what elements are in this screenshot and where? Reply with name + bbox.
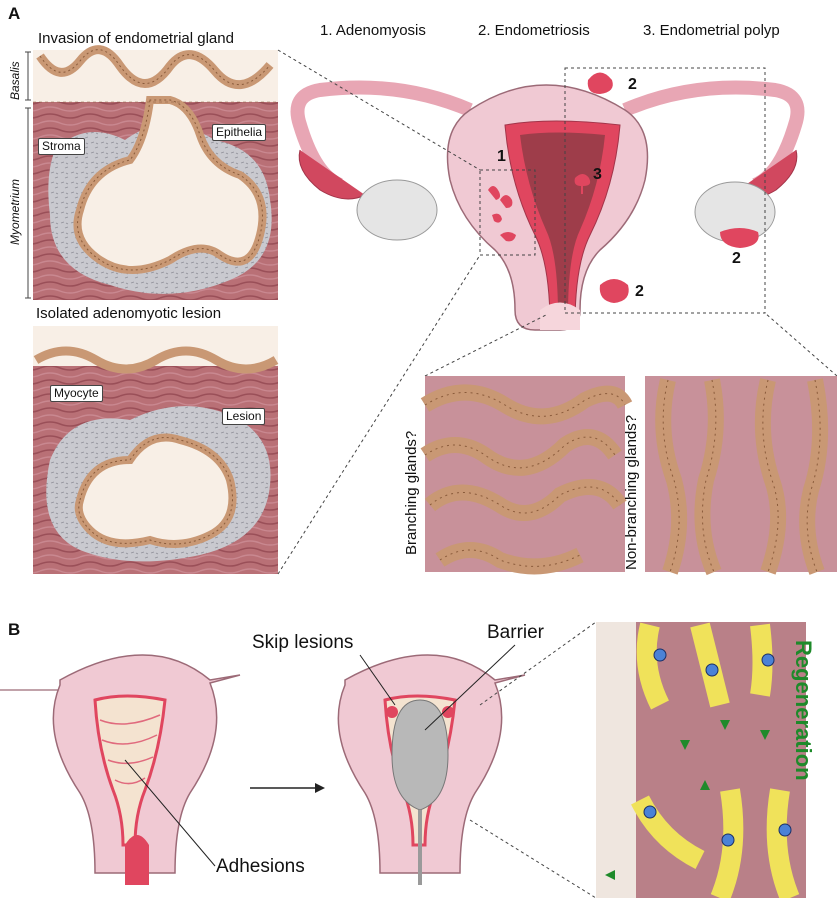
marker-endometriosis-cervix: 2 — [635, 283, 644, 301]
uterus-diagram — [298, 73, 798, 331]
uterus-barrier — [338, 655, 525, 885]
endometriosis-lesion-ovary — [720, 228, 759, 248]
uterus-adhesions — [0, 655, 240, 885]
marker-adenomyosis: 1 — [497, 148, 506, 166]
branching-glands-panel — [425, 376, 625, 572]
legend-adenomyosis: 1. Adenomyosis — [320, 22, 426, 39]
non-branching-glands-panel — [645, 376, 837, 572]
label-regeneration: Regeneration — [790, 640, 816, 781]
marker-endometriosis-top: 2 — [628, 76, 637, 94]
side-label-myometrium: Myometrium — [8, 179, 22, 245]
regeneration-inset — [596, 622, 806, 898]
marker-endometriosis-ovary: 2 — [732, 250, 741, 268]
label-branching-glands: Branching glands? — [403, 431, 420, 555]
marker-polyp: 3 — [593, 166, 602, 184]
inset-isolated-lesion — [33, 326, 278, 574]
transition-arrow — [250, 783, 325, 793]
label-skip-lesions: Skip lesions — [252, 632, 353, 654]
left-ovary — [357, 180, 437, 240]
label-epithelia: Epithelia — [212, 124, 266, 141]
legend-endometriosis: 2. Endometriosis — [478, 22, 590, 39]
endometriosis-lesion-top — [588, 73, 613, 95]
inset-invasion — [33, 50, 278, 300]
label-non-branching-glands: Non-branching glands? — [623, 415, 640, 570]
label-stroma: Stroma — [38, 138, 85, 155]
label-myocyte: Myocyte — [50, 385, 103, 402]
panel-letter-b: B — [8, 620, 20, 640]
label-adhesions: Adhesions — [216, 856, 305, 878]
label-barrier: Barrier — [487, 622, 544, 644]
label-lesion: Lesion — [222, 408, 265, 425]
panel-letter-a: A — [8, 4, 20, 24]
side-brackets — [25, 52, 31, 298]
inset-title-invasion: Invasion of endometrial gland — [38, 30, 234, 47]
side-label-basalis: Basalis — [8, 61, 22, 100]
endometriosis-lesion-cervix — [600, 279, 629, 303]
legend-endometrial-polyp: 3. Endometrial polyp — [643, 22, 780, 39]
inset-title-isolated: Isolated adenomyotic lesion — [36, 305, 221, 322]
